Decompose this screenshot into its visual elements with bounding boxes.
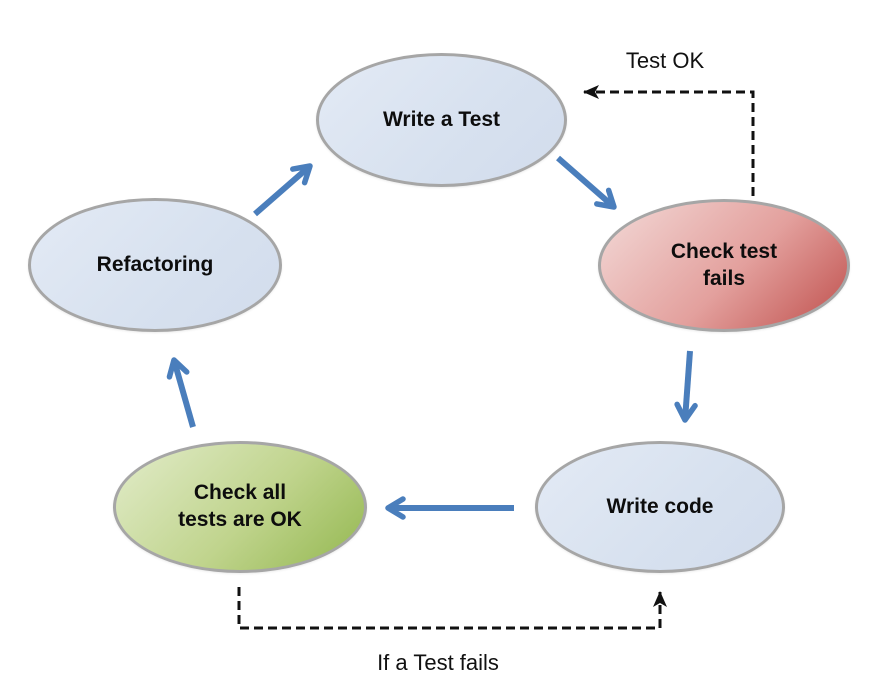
node-refactoring-label: Refactoring — [96, 252, 214, 276]
arrow-check-all-to-refactoring — [166, 357, 196, 428]
node-check-test-fails-label: Check test fails — [670, 239, 778, 290]
arrow-refactoring-to-write-test — [253, 163, 313, 217]
annotation-test-ok: Test OK — [625, 48, 705, 73]
arrow-check-fails-to-write-code — [674, 350, 698, 423]
annotation-if-test-fails: If a Test fails — [377, 650, 499, 675]
arrow-write-test-to-check-fails — [556, 155, 617, 210]
dashed-arrow-if-test-fails — [237, 587, 667, 630]
node-write-a-test: Write a Test — [316, 53, 567, 187]
node-write-code-label: Write code — [606, 494, 714, 518]
node-write-a-test-label: Write a Test — [382, 107, 501, 131]
node-check-test-fails: Check test fails — [598, 199, 850, 332]
node-write-code: Write code — [535, 441, 785, 573]
dashed-arrow-test-ok — [583, 85, 755, 196]
node-refactoring: Refactoring — [28, 198, 282, 332]
node-check-all-tests: Check all tests are OK — [113, 441, 367, 573]
node-check-all-tests-label: Check all tests are OK — [178, 481, 302, 531]
